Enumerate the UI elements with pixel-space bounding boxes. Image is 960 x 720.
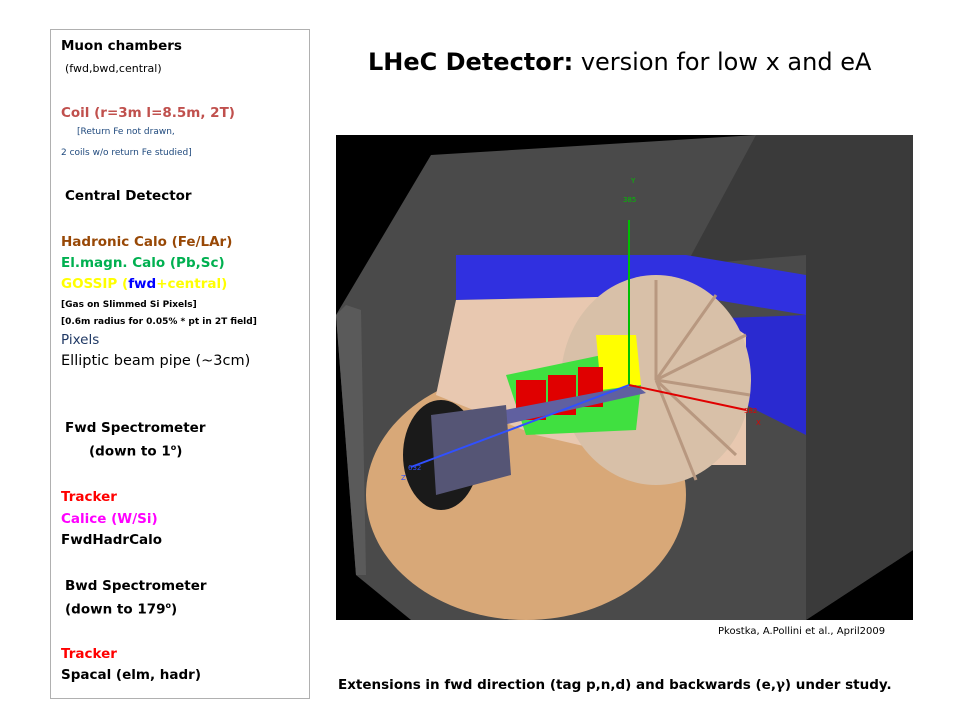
detector-illustration: Y 385 X 382 Z 632 [336, 135, 913, 620]
title-rest: version for low x and eA [573, 48, 872, 76]
axis-x [628, 384, 747, 411]
legend-elmagn: El.magn. Calo (Pb,Sc) [61, 255, 225, 271]
bwd-sub-b: ) [171, 601, 178, 618]
footnote-a: Extensions in fwd direction (tag p,n,d) … [338, 677, 776, 693]
gossip-text-b: fwd [128, 276, 157, 292]
legend-gossip: GOSSIP (fwd+central) [61, 276, 227, 292]
calo-radial-lines [654, 280, 751, 481]
axis-y-value: 385 [623, 196, 636, 204]
fwd-sub-a: (down to 1 [89, 443, 171, 460]
fwd-sub-b: ) [176, 443, 183, 460]
legend-muon-title: Muon chambers [61, 38, 182, 54]
axis-x-value: 382 [744, 407, 757, 415]
legend-radius-note: [0.6m radius for 0.05% * pt in 2T field] [61, 317, 257, 327]
footnote: Extensions in fwd direction (tag p,n,d) … [338, 677, 892, 693]
legend-fwd-tracker: Tracker [61, 489, 117, 505]
legend-calice: Calice (W/Si) [61, 511, 158, 527]
gossip-text-a: GOSSIP ( [61, 276, 129, 292]
legend-coil-title: Coil (r=3m l=8.5m, 2T) [61, 105, 235, 121]
axis-y-label: Y [630, 177, 636, 185]
legend-coil-note1: [Return Fe not drawn, [77, 127, 175, 137]
footnote-b: ) under study. [784, 677, 892, 693]
gossip-text-c: +central) [156, 276, 228, 292]
legend-gas-note: [Gas on Slimmed Si Pixels] [61, 300, 197, 310]
axis-z-value: 632 [408, 464, 421, 472]
muon-shell-side [686, 135, 913, 620]
axis-z-label: Z [401, 474, 406, 482]
page-title: LHeC Detector: version for low x and eA [368, 48, 871, 76]
legend-bwd-header: Bwd Spectrometer [65, 578, 207, 594]
bwd-sub-sup: o [165, 601, 172, 610]
legend-beampipe: Elliptic beam pipe (~3cm) [61, 353, 251, 369]
axis-x-label: X [756, 419, 761, 427]
legend-fwd-sub: (down to 1o) [89, 443, 182, 460]
legend-bwd-sub: (down to 179o) [65, 601, 177, 618]
legend-spacal: Spacal (elm, hadr) [61, 667, 201, 683]
legend-fwd-header: Fwd Spectrometer [65, 420, 206, 436]
legend-muon-sub: (fwd,bwd,central) [65, 62, 162, 75]
title-bold: LHeC Detector: [368, 48, 574, 76]
legend-fwdhadr: FwdHadrCalo [61, 532, 163, 548]
legend-bwd-tracker: Tracker [61, 646, 117, 662]
footnote-gamma: γ [775, 677, 785, 693]
legend-hadronic: Hadronic Calo (Fe/LAr) [61, 234, 233, 250]
legend-pixels: Pixels [61, 332, 100, 348]
axis-z [410, 384, 630, 468]
legend-central-header: Central Detector [65, 188, 192, 204]
legend-coil-note2: 2 coils w/o return Fe studied] [61, 148, 192, 158]
muon-shell-edge [336, 305, 366, 575]
bwd-sub-a: (down to 179 [65, 601, 166, 618]
bwd-spacal-body [431, 405, 511, 495]
component-legend: Muon chambers (fwd,bwd,central) Coil (r=… [50, 29, 310, 699]
fwd-sub-sup: o [170, 443, 177, 452]
image-credit: Pkostka, A.Pollini et al., April2009 [718, 626, 886, 637]
detector-render: Y 385 X 382 Z 632 [336, 135, 913, 620]
